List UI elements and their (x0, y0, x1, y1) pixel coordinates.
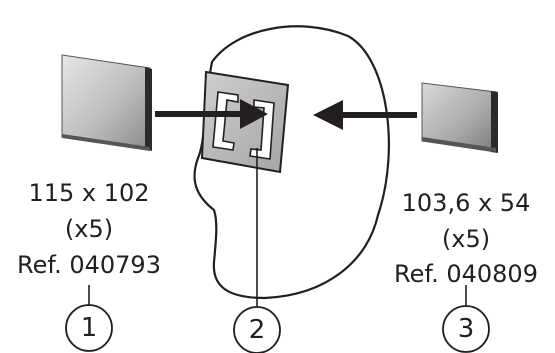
callout-number-3: 3 (457, 314, 475, 344)
insert-arrow-left (155, 99, 268, 129)
part-3-qty: (x5) (441, 225, 491, 253)
part-3-ref: Ref. 040809 (394, 260, 538, 288)
callout-number-2: 2 (248, 315, 266, 345)
part-3-size: 103,6 x 54 (401, 189, 531, 217)
part-1-qty: (x5) (64, 215, 114, 243)
callout-circle-1 (65, 304, 113, 352)
outer-protective-lens (61, 54, 152, 151)
part-1-ref: Ref. 040793 (17, 251, 161, 279)
callout-circle-2 (233, 306, 281, 353)
part-1-size: 115 x 102 (28, 179, 150, 207)
callout-circle-3 (442, 305, 490, 353)
insert-arrow-right (313, 100, 417, 130)
inner-protective-lens (421, 82, 498, 153)
callout-number-1: 1 (80, 313, 98, 343)
